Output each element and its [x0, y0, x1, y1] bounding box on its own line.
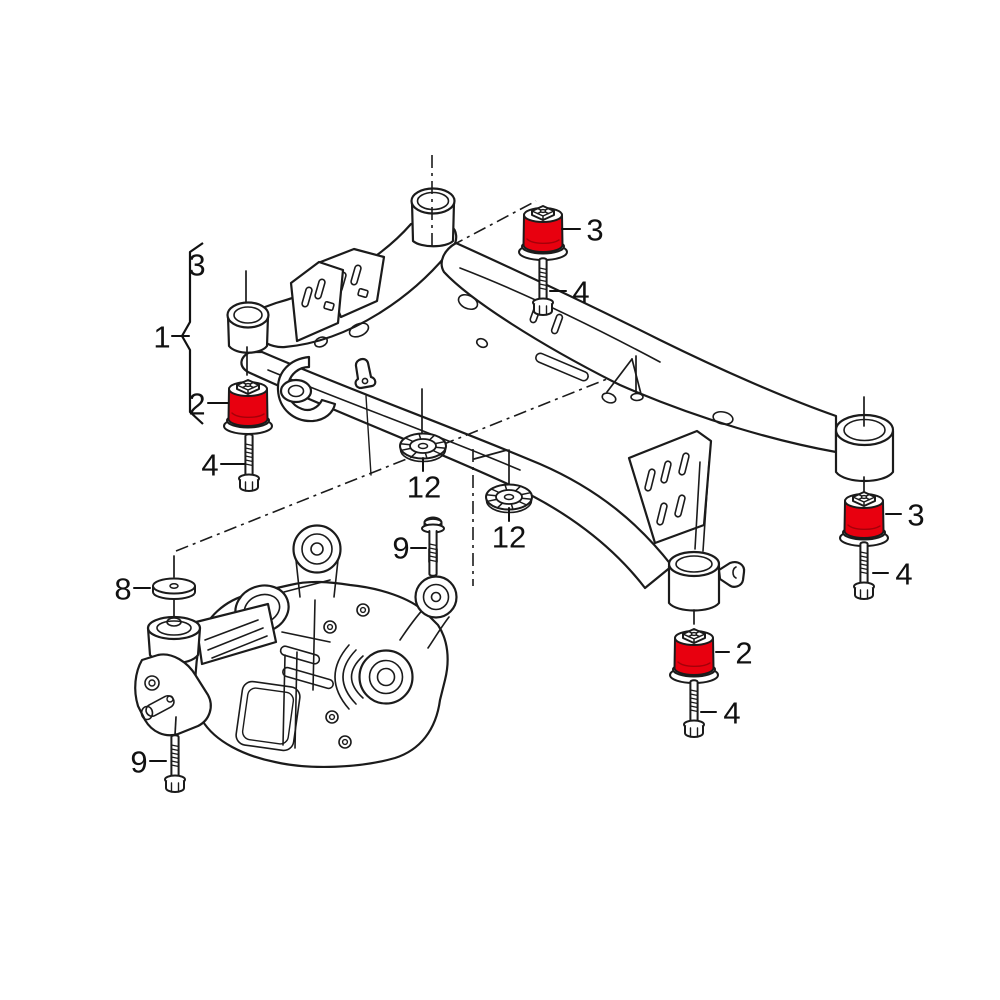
part-number-label: 2: [188, 387, 205, 422]
differential-line-art: [135, 526, 456, 767]
bushing-2-left: [223, 379, 273, 435]
callout-4-top: 4: [550, 275, 590, 310]
callout-3-top: 3: [562, 213, 604, 248]
pocket-leader-line: [474, 450, 507, 459]
part-number-label: 12: [492, 520, 526, 555]
pocket-leader-line: [607, 359, 632, 392]
callout-4-left: 4: [201, 448, 245, 483]
callout-2-left: 2: [188, 387, 228, 422]
callout-4-right: 4: [873, 557, 913, 592]
part-number-label: 12: [407, 470, 441, 505]
center-dash-line: [451, 201, 536, 246]
part-number-label: 1: [153, 320, 170, 355]
callout-8-washer: 8: [114, 572, 150, 607]
callout-12-front: 12: [407, 458, 441, 505]
part-number-label: 9: [130, 745, 147, 780]
bolt-9-diff-rear: [421, 516, 445, 577]
bushing-2-rear: [669, 628, 719, 684]
part-number-label: 8: [114, 572, 131, 607]
callout-4-rear: 4: [701, 696, 741, 731]
callout-1-assembly: 1: [153, 320, 189, 355]
callout-9-bottom: 9: [130, 745, 166, 780]
part-number-label: 3: [188, 248, 205, 283]
bushing-3-top: [518, 205, 568, 261]
bolt-4-rear: [683, 679, 705, 738]
part-number-label: 3: [586, 213, 603, 248]
part-number-label: 3: [907, 498, 924, 533]
callout-12-rear: 12: [492, 508, 526, 555]
callout-3-bracket: 3: [188, 248, 205, 283]
part-number-label: 4: [895, 557, 912, 592]
callout-2-rear: 2: [716, 636, 753, 671]
part-number-label: 2: [735, 636, 752, 671]
part-number-label: 4: [201, 448, 218, 483]
part-number-label: 9: [392, 531, 409, 566]
bolt-4-left: [238, 433, 260, 492]
callout-9-mid: 9: [392, 531, 426, 566]
pocket-leader-line: [632, 359, 641, 394]
part-number-label: 4: [572, 275, 589, 310]
bushing-3-right: [839, 491, 889, 547]
axis-line: [175, 717, 176, 735]
flat-washer-8: [152, 577, 196, 600]
callout-3-right: 3: [886, 498, 925, 533]
part-number-label: 4: [723, 696, 740, 731]
bolt-9-diff-front: [164, 734, 186, 793]
bolt-4-right: [853, 541, 875, 600]
